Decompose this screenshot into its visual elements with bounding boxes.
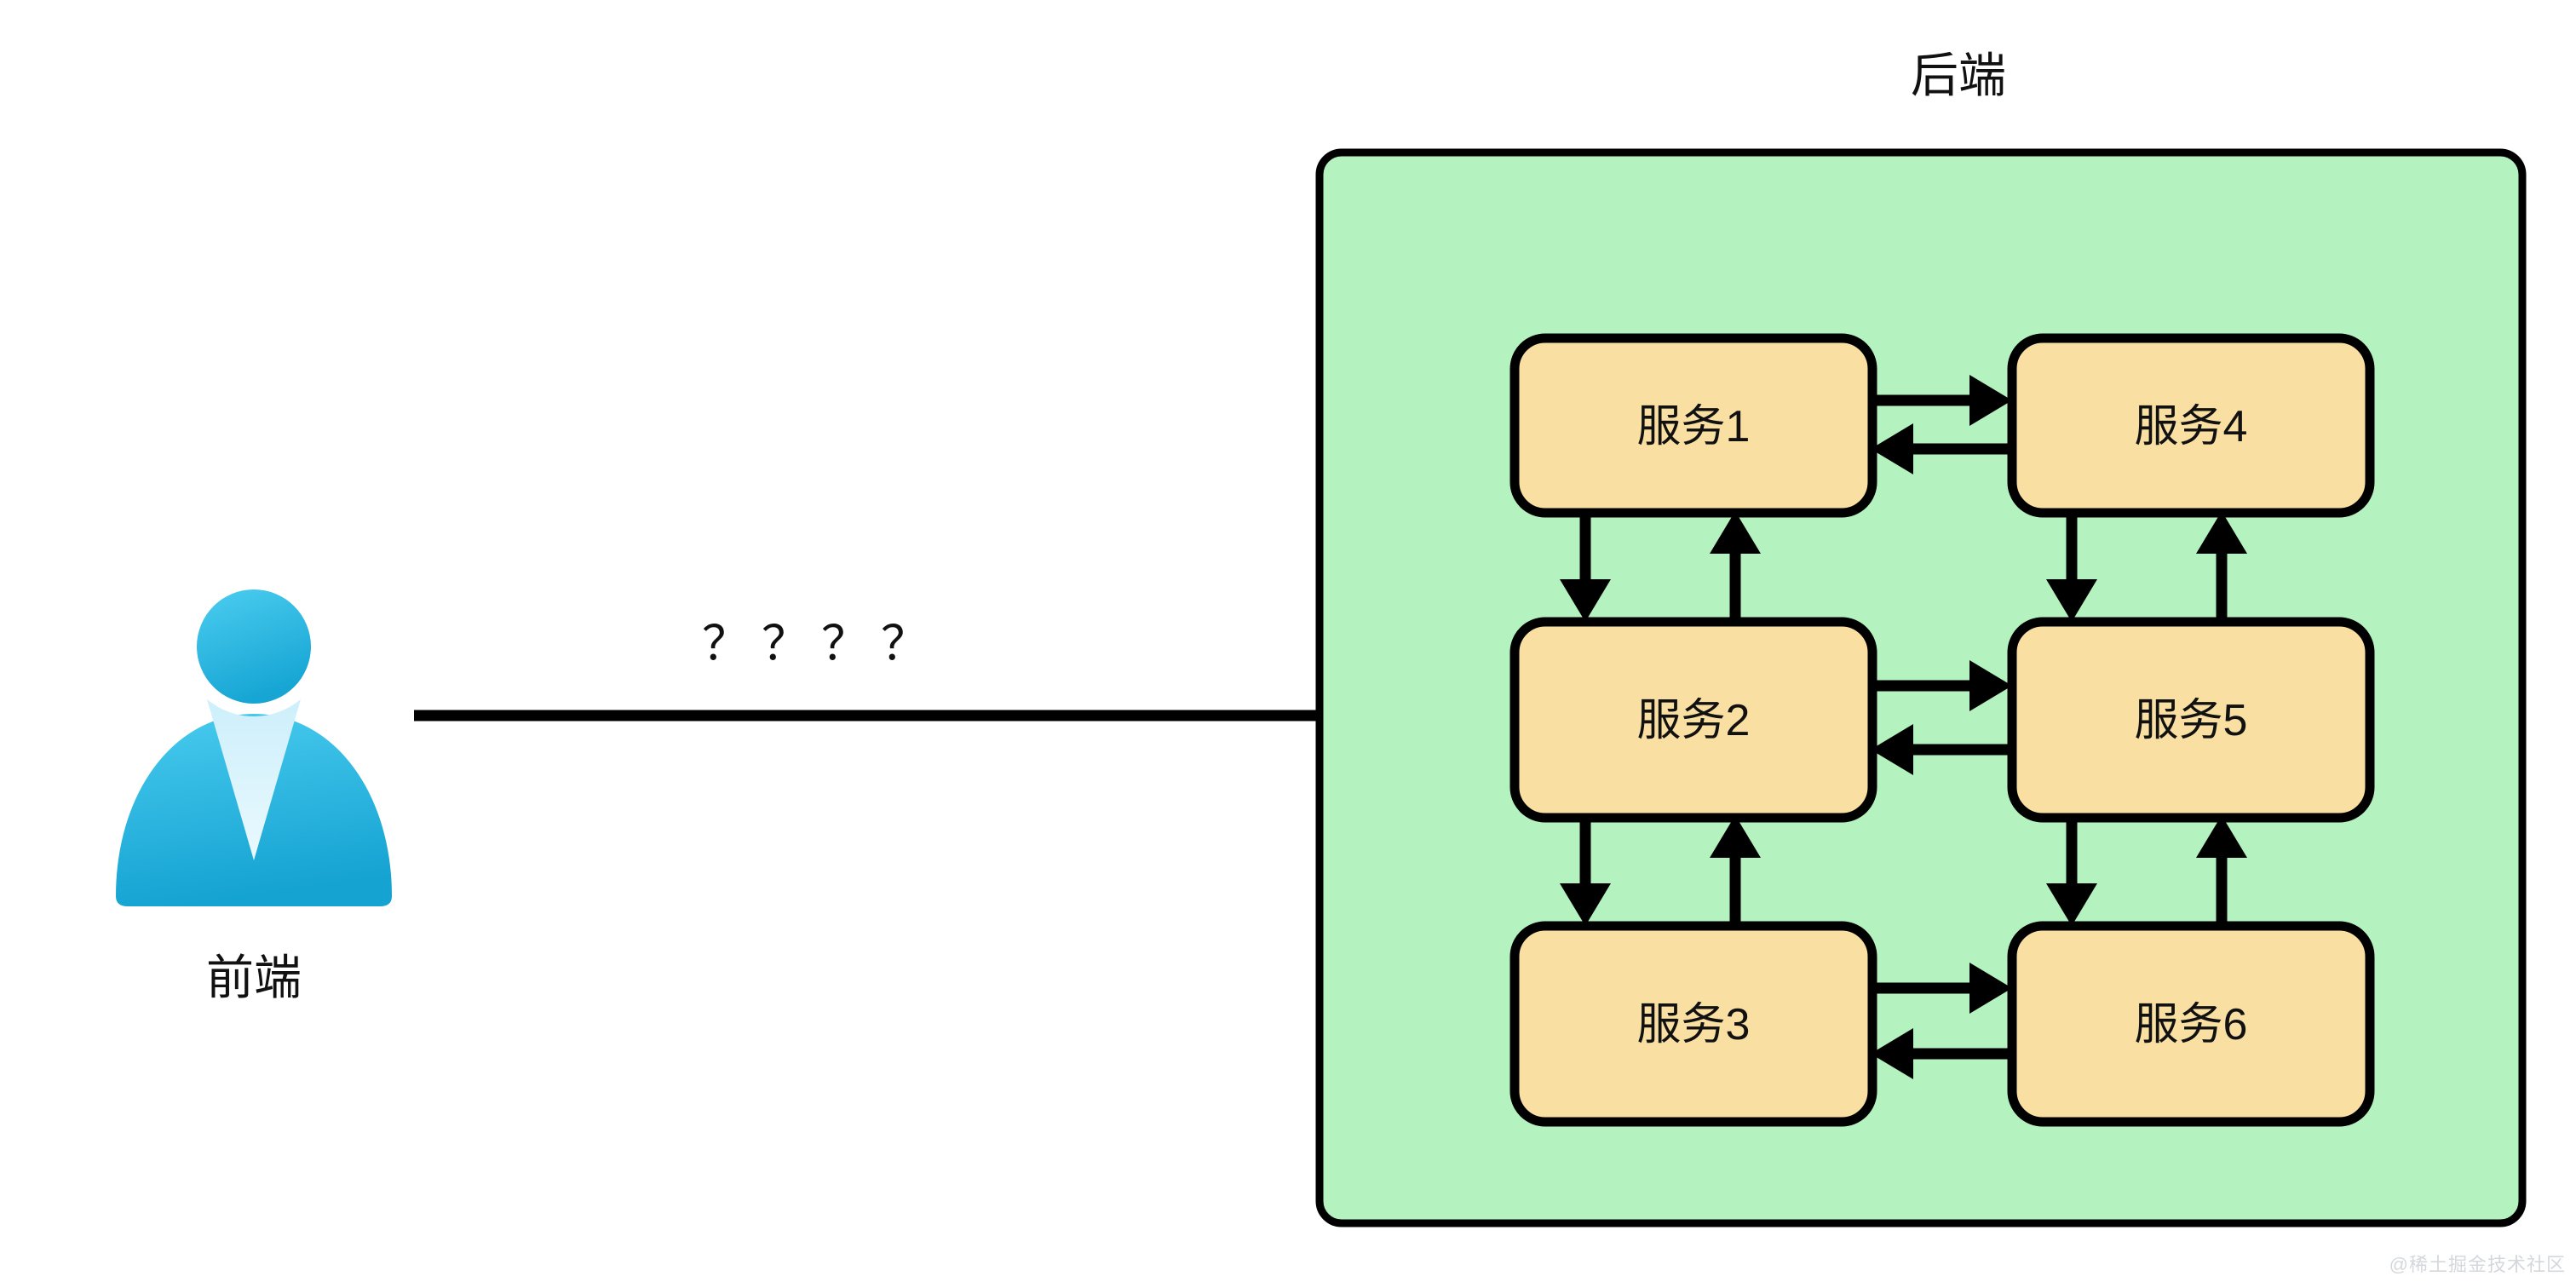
node-service4-shape[interactable] (2007, 333, 2375, 518)
edge-service3-service6 (1871, 963, 2012, 1079)
backend-group-title: 后端 (1911, 49, 2006, 102)
node-service1-shape[interactable] (1509, 333, 1877, 518)
edge-service4-service5 (2046, 511, 2247, 622)
node-service3[interactable]: 服务3 (1509, 921, 1877, 1127)
edge-service5-service6 (2046, 815, 2247, 926)
node-service5[interactable]: 服务5 (2007, 617, 2375, 823)
node-service6-label: 服务6 (2135, 1000, 2248, 1049)
node-service3-shape[interactable] (1509, 921, 1877, 1127)
frontend-actor[interactable]: 前端 (116, 589, 392, 1004)
edge-service2-service3 (1560, 815, 1761, 926)
node-service2-label: 服务2 (1637, 696, 1751, 745)
edge-service2-service5 (1871, 660, 2012, 775)
node-service3-label: 服务3 (1637, 1000, 1751, 1049)
node-service6-shape[interactable] (2007, 921, 2375, 1127)
edge-service1-service4 (1871, 375, 2012, 474)
node-service5-label: 服务5 (2135, 696, 2248, 745)
edge-service1-service2 (1560, 511, 1761, 622)
node-service4[interactable]: 服务4 (2007, 333, 2375, 518)
node-service1-label: 服务1 (1637, 402, 1751, 451)
frontend-label: 前端 (206, 951, 302, 1004)
request-question-label: ？？？？ (702, 617, 940, 670)
node-service6[interactable]: 服务6 (2007, 921, 2375, 1127)
frontend-to-backend-arrow (414, 690, 1463, 741)
node-service2[interactable]: 服务2 (1509, 617, 1877, 823)
node-service4-label: 服务4 (2135, 402, 2248, 451)
node-service2-shape[interactable] (1509, 617, 1877, 823)
user-icon (116, 589, 392, 906)
watermark: @稀土掘金技术社区 (2389, 1254, 2566, 1275)
node-service5-shape[interactable] (2007, 617, 2375, 823)
node-service1[interactable]: 服务1 (1509, 333, 1877, 518)
